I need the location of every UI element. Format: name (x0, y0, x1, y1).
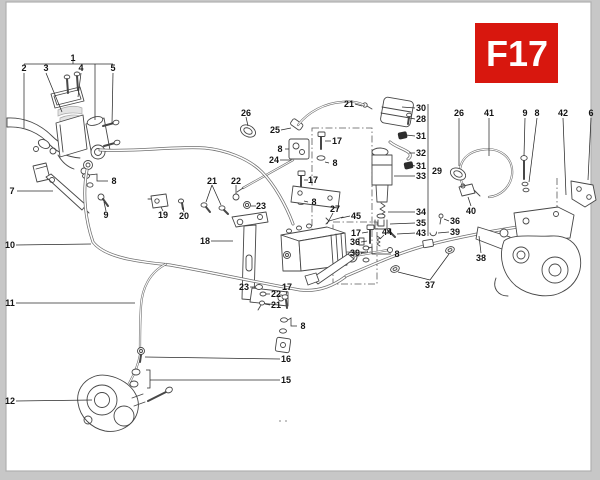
rear-reservoir (362, 96, 414, 128)
leader-lines (15, 61, 592, 402)
part-label-20: 20 (179, 211, 189, 221)
abs-lower-fitting (274, 317, 292, 354)
part-label-23: 23 (239, 282, 249, 292)
part-label-15: 15 (281, 375, 291, 385)
part-label-19: 19 (158, 210, 168, 220)
front-hose-fittings (129, 347, 151, 389)
rear-sensor (449, 167, 481, 197)
rear-caliper (475, 180, 597, 297)
part-label-12: 12 (5, 396, 15, 406)
badge-label: F17 (486, 33, 548, 74)
hose-joint-block (236, 118, 310, 193)
part-label-38: 38 (476, 253, 486, 263)
part-label-11: 11 (5, 298, 15, 308)
part-label-10: 10 (5, 240, 15, 250)
part-label-8: 8 (332, 158, 337, 168)
brake-hoses (83, 100, 558, 389)
page-code-badge: F17 (475, 23, 558, 83)
part-label-17: 17 (282, 282, 292, 292)
part-label-42: 42 (558, 108, 568, 118)
part-label-30: 30 (416, 103, 426, 113)
part-label-36: 36 (450, 216, 460, 226)
part-label-2: 2 (21, 63, 26, 73)
part-label-28: 28 (416, 114, 426, 124)
part-label-5: 5 (110, 63, 115, 73)
part-label-8: 8 (277, 144, 282, 154)
part-label-22: 22 (231, 176, 241, 186)
part-label-39: 39 (350, 248, 360, 258)
rear-master-cylinder (371, 104, 429, 238)
part-label-17: 17 (351, 228, 361, 238)
part-label-27: 27 (330, 204, 340, 214)
part-label-34: 34 (416, 207, 426, 217)
part-label-21: 21 (207, 176, 217, 186)
part-label-21: 21 (271, 300, 281, 310)
part-label-8: 8 (111, 176, 116, 186)
part-label-8: 8 (534, 108, 539, 118)
part-label-35: 35 (416, 218, 426, 228)
part-label-29: 29 (432, 166, 442, 176)
part-label-9: 9 (522, 108, 527, 118)
hose-clips (390, 246, 455, 273)
part-label-44: 44 (382, 227, 392, 237)
part-label-36: 36 (350, 237, 360, 247)
part-label-24: 24 (269, 155, 279, 165)
part-label-18: 18 (200, 236, 210, 246)
part-label-45: 45 (351, 211, 361, 221)
master-cylinder-bolt-stack (290, 131, 341, 209)
part-label-7: 7 (9, 186, 14, 196)
part-label-31: 31 (416, 131, 426, 141)
part-label-3: 3 (43, 63, 48, 73)
lever-fasteners (82, 173, 109, 207)
part-label-8: 8 (311, 197, 316, 207)
part-label-1: 1 (70, 53, 75, 63)
badge-background (475, 23, 558, 83)
part-label-16: 16 (281, 354, 291, 364)
part-label-26: 26 (454, 108, 464, 118)
part-label-22: 22 (271, 289, 281, 299)
brake-lever (32, 162, 90, 214)
mounting-bracket-18 (200, 193, 289, 311)
part-label-17: 17 (308, 175, 318, 185)
part-label-39: 39 (450, 227, 460, 237)
part-label-9: 9 (103, 210, 108, 220)
part-label-23: 23 (256, 201, 266, 211)
part-label-6: 6 (588, 108, 593, 118)
part-label-21: 21 (344, 99, 354, 109)
part-label-32: 32 (416, 148, 426, 158)
part-label-33: 33 (416, 171, 426, 181)
part-label-17: 17 (332, 136, 342, 146)
part-label-37: 37 (425, 280, 435, 290)
brake-pedal-group (304, 213, 444, 286)
part-label-25: 25 (270, 125, 280, 135)
rear-caliper-bolts (520, 155, 530, 193)
part-label-4: 4 (78, 63, 83, 73)
part-label-8: 8 (300, 321, 305, 331)
abs-modulator (280, 223, 348, 272)
part-label-8: 8 (394, 249, 399, 259)
part-label-40: 40 (466, 206, 476, 216)
front-master-cylinder (50, 71, 111, 175)
part-label-26: 26 (241, 108, 251, 118)
part-label-43: 43 (416, 228, 426, 238)
part-label-41: 41 (484, 108, 494, 118)
part-label-31: 31 (416, 161, 426, 171)
